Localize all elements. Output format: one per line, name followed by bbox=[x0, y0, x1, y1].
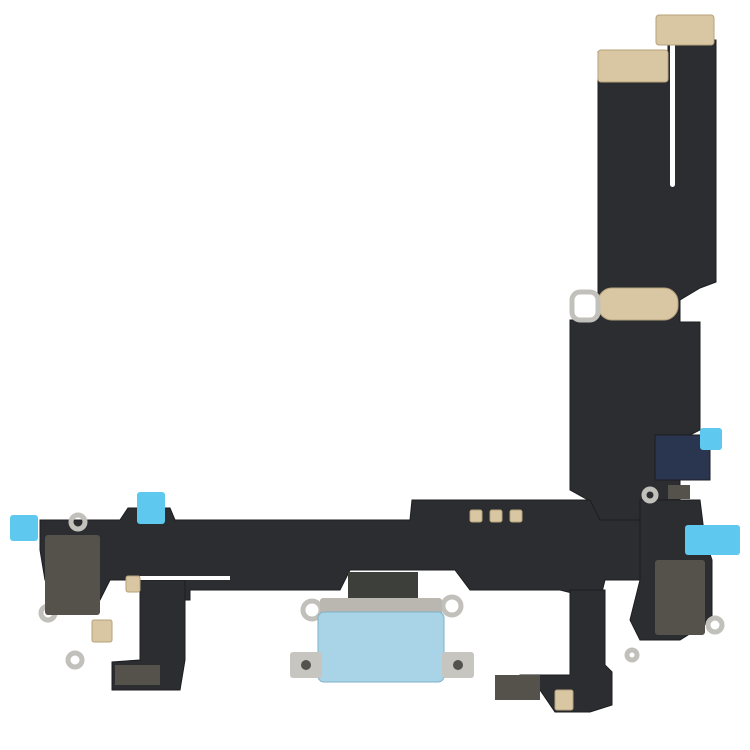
right-component-cluster bbox=[655, 560, 705, 635]
left-gold-pad bbox=[91, 619, 113, 643]
smd-components bbox=[45, 485, 705, 700]
top-right-gold-pad bbox=[655, 14, 715, 46]
right-upper-blue-tape bbox=[700, 428, 722, 450]
strip-slit bbox=[670, 42, 675, 187]
connector-blue-housing bbox=[317, 611, 445, 683]
left-tab-screw-hole bbox=[301, 660, 311, 670]
left-bottom-component bbox=[115, 665, 160, 685]
right-ring-3 bbox=[641, 486, 659, 504]
contact-pad-3 bbox=[509, 509, 523, 523]
right-ring-2 bbox=[624, 647, 640, 663]
right-blue-tape bbox=[685, 525, 740, 555]
small-gold-pad bbox=[125, 575, 141, 593]
top-left-gold-pad bbox=[597, 49, 669, 83]
connector-right-screw-ring bbox=[440, 594, 464, 618]
right-upper-component bbox=[668, 485, 690, 499]
bracket-gold-pad bbox=[597, 287, 679, 321]
connector-component-board bbox=[348, 572, 418, 598]
bottom-right-component bbox=[495, 675, 540, 700]
gold-pads bbox=[91, 14, 715, 711]
charging-port-connector bbox=[290, 572, 474, 683]
top-bracket-ring bbox=[569, 289, 601, 323]
left-blue-tape bbox=[10, 515, 38, 541]
right-ring-1 bbox=[705, 615, 725, 635]
blue-tapes bbox=[10, 428, 740, 555]
contact-pad-2 bbox=[489, 509, 503, 523]
bottom-gold-pad bbox=[554, 689, 574, 711]
right-tab-screw-hole bbox=[453, 660, 463, 670]
left-component-cluster bbox=[45, 535, 100, 615]
left-ring-2 bbox=[65, 650, 85, 670]
lower-left-branch bbox=[111, 579, 186, 691]
horizontal-flex-band bbox=[39, 499, 651, 641]
contact-pad-1 bbox=[469, 509, 483, 523]
left-slit bbox=[140, 576, 230, 580]
top-blue-tape bbox=[137, 492, 165, 524]
left-ring-3 bbox=[68, 512, 88, 532]
